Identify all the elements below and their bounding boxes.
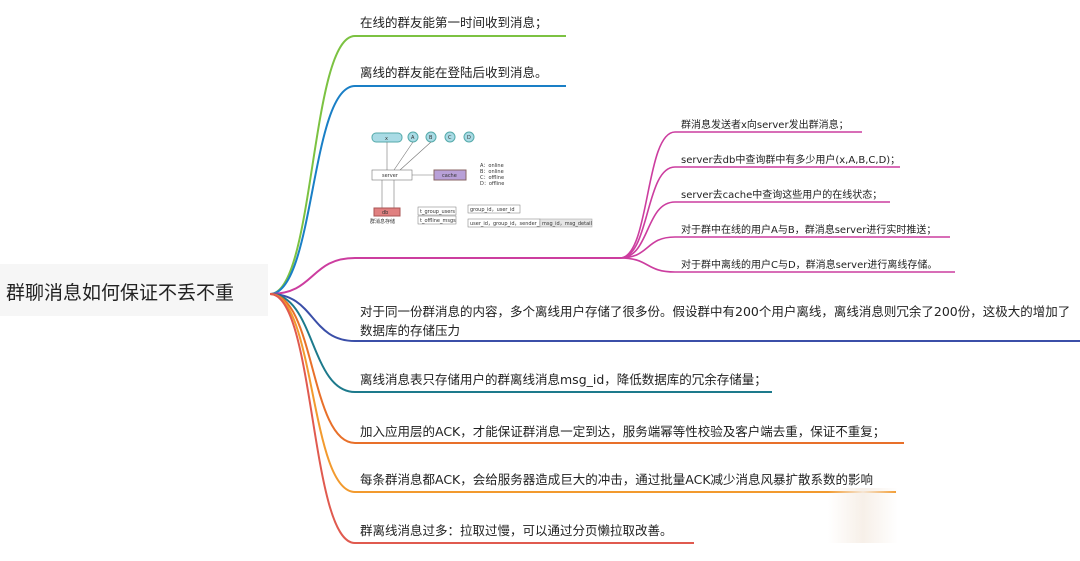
diagram-node-a: A [411,135,415,141]
root-node-background [0,264,268,316]
connector-b4 [269,293,1080,342]
connector-b6 [269,293,904,444]
sub-connector-1 [619,166,900,259]
diagram-node-b: B [429,135,433,141]
diagram-db-caption: 群消息存储 [370,218,395,225]
diagram-cache: cache [442,173,457,179]
diagram-node-x: x [385,136,388,142]
branch-batch-ack[interactable]: 每条群消息都ACK，会给服务器造成巨大的冲击，通过批量ACK减少消息风暴扩散系数… [360,472,874,487]
sub-connector-2 [619,201,890,259]
diagram-status-c: C：offline [480,175,504,181]
diagram-table-offline-msgs: t_offline_msgs [420,218,456,224]
sub-connector-3 [619,236,950,259]
sub-step-send[interactable]: 群消息发送者x向server发出群消息； [681,120,849,131]
connector-b3 [269,257,620,295]
sub-step-query-db[interactable]: server去db中查询群中有多少用户(x,A,B,C,D)； [681,155,901,166]
architecture-diagram-image: x A B C D server cache A：online B：online… [364,125,612,235]
diagram-table-group-users: t_group_users [420,209,455,215]
connector-b7 [269,293,896,493]
sub-connector-0 [619,131,862,259]
diagram-status-a: A：online [480,163,504,169]
sub-step-push-online[interactable]: 对于群中在线的用户A与B，群消息server进行实时推送； [681,225,937,236]
branch-app-ack[interactable]: 加入应用层的ACK，才能保证群消息一定到达，服务端幂等性校验及客户端去重，保证不… [360,424,886,439]
diagram-node-d: D [467,135,471,141]
connector-b2 [269,85,566,295]
root-topic[interactable]: 群聊消息如何保证不丢不重 [6,282,235,304]
diagram-db: db [382,210,388,216]
diagram-fields-offline-msgs: user_id，group_id，sender_id， [470,221,549,227]
branch-lazy-pull[interactable]: 群离线消息过多：拉取过慢，可以通过分页懒拉取改善。 [360,523,673,538]
diagram-server: server [382,173,399,179]
diagram-status-b: B：online [480,169,504,175]
connector-b5 [269,293,772,393]
connector-b1 [269,35,566,295]
branch-redundant-storage[interactable]: 对于同一份群消息的内容，多个离线用户存储了很多份。假设群中有200个用户离线，离… [360,304,1071,338]
sub-step-query-cache[interactable]: server去cache中查询这些用户的在线状态； [681,190,883,201]
sub-connector-4 [619,257,955,273]
branch-online-receive[interactable]: 在线的群友能第一时间收到消息； [360,15,548,30]
blur-artifact [828,488,898,543]
diagram-status-d: D：offline [480,181,504,187]
sub-step-store-offline[interactable]: 对于群中离线的用户C与D，群消息server进行离线存储。 [681,260,938,271]
diagram-node-c: C [448,135,452,141]
branch-store-msg-id[interactable]: 离线消息表只存储用户的群离线消息msg_id，降低数据库的冗余存储量； [360,372,767,387]
diagram-fields-msg: msg_id，msg_detail [542,221,592,227]
diagram-fields-group-users: group_id，user_id [470,207,515,213]
connector-b8 [269,293,694,544]
branch-offline-receive[interactable]: 离线的群友能在登陆后收到消息。 [360,65,548,80]
